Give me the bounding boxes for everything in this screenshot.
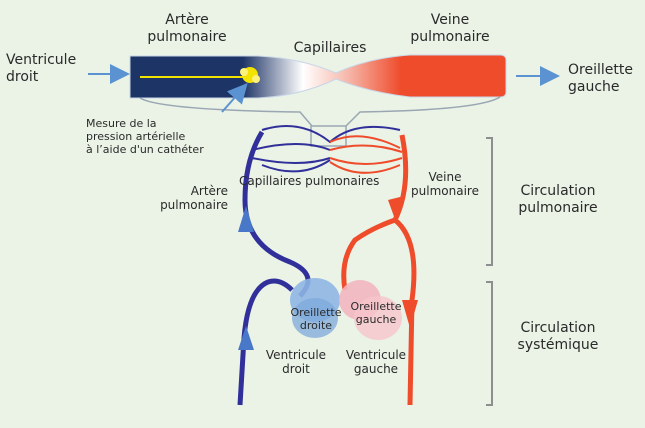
zoom-box <box>311 126 346 146</box>
oreillette-gauche-label: Oreillette gauche <box>346 300 406 326</box>
pulmonary-capillaries <box>252 126 402 173</box>
veine-top-label: Veine pulmonaire <box>400 12 500 46</box>
circulation-systemique-label: Circulation systémique <box>503 320 613 354</box>
circulation-pulmonaire-label: Circulation pulmonaire <box>503 183 613 217</box>
artere-mid-label: Artère pulmonaire <box>150 184 228 212</box>
mesure-label: Mesure de la pression artérielle à l’aid… <box>86 117 204 156</box>
top-vessel <box>130 55 506 98</box>
bracket-pulmonary <box>486 138 492 265</box>
pulmonary-artery-arrow <box>238 206 254 232</box>
oreillette-gauche-top-label: Oreillette gauche <box>568 62 633 96</box>
pulmonary-artery <box>245 132 308 296</box>
ventricule-gauche-bottom-label: Ventricule gauche <box>336 348 416 376</box>
oreillette-droite-label: Oreillette droite <box>286 306 346 332</box>
artere-top-label: Artère pulmonaire <box>142 12 232 46</box>
veine-mid-label: Veine pulmonaire <box>410 170 480 198</box>
ventricule-droit-label: Ventricule droit <box>6 52 76 86</box>
vena-cava-arrow <box>238 326 254 350</box>
bracket-systemic <box>486 282 492 405</box>
ventricule-droit-bottom-label: Ventricule droit <box>256 348 336 376</box>
capillaires-label: Capillaires <box>290 40 370 57</box>
capillaires-pulmonaires-label: Capillaires pulmonaires <box>239 174 379 188</box>
